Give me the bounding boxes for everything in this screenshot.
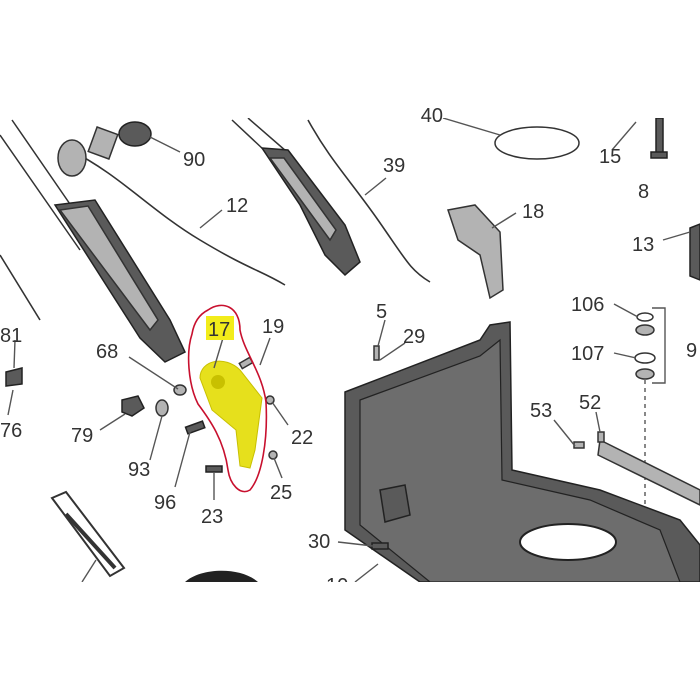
callout-23: 23 xyxy=(201,506,223,528)
callout-8: 8 xyxy=(638,181,649,203)
callout-106: 106 xyxy=(571,294,604,316)
bracket-18 xyxy=(447,204,504,300)
callout-17: 17 xyxy=(208,319,230,341)
callout-39: 39 xyxy=(383,155,405,177)
callout-90: 90 xyxy=(183,149,205,171)
callout-68: 68 xyxy=(96,341,118,363)
hardware-items xyxy=(5,345,605,550)
callout-19: 19 xyxy=(262,316,284,338)
callout-76: 76 xyxy=(0,420,22,442)
callout-79: 79 xyxy=(71,425,93,447)
callout-25: 25 xyxy=(270,482,292,504)
leader-lines xyxy=(7,118,691,582)
callout-93: 93 xyxy=(128,459,150,481)
ring-40 xyxy=(494,126,580,160)
callout-22: 22 xyxy=(291,427,313,449)
callout-13: 13 xyxy=(632,234,654,256)
callout-30: 30 xyxy=(308,531,330,553)
part-13 xyxy=(689,223,700,281)
callout-labels: 40 90 15 8 39 12 18 13 17 19 5 29 106 9 … xyxy=(0,105,697,553)
callout-40: 40 xyxy=(421,105,443,127)
spacer-stack-106-107 xyxy=(634,307,666,510)
callout-17-highlight xyxy=(206,316,234,340)
mower-deck xyxy=(344,321,700,582)
callout-5: 5 xyxy=(376,301,387,323)
decal-strip xyxy=(50,490,126,578)
handle-right-tube xyxy=(231,118,361,277)
callout-18: 18 xyxy=(522,201,544,223)
callout-81: 81 xyxy=(0,325,22,347)
callout-10-partial: 10 xyxy=(326,575,348,597)
callout-53: 53 xyxy=(530,400,552,422)
callout-15: 15 xyxy=(599,146,621,168)
callout-52: 52 xyxy=(579,392,601,414)
cable-thin xyxy=(0,254,41,321)
handle-left-tube xyxy=(0,119,186,363)
callout-9: 9 xyxy=(686,340,697,362)
callout-12: 12 xyxy=(226,195,248,217)
highlighted-part-17 xyxy=(199,360,263,469)
callout-107: 107 xyxy=(571,343,604,365)
selection-outline xyxy=(187,304,268,493)
bolt-8 xyxy=(650,118,668,159)
control-assembly-90 xyxy=(57,121,152,177)
cable-12 xyxy=(69,149,286,286)
callout-29: 29 xyxy=(403,326,425,348)
callout-96: 96 xyxy=(154,492,176,514)
wheel xyxy=(185,570,258,582)
cable-39 xyxy=(307,119,431,283)
